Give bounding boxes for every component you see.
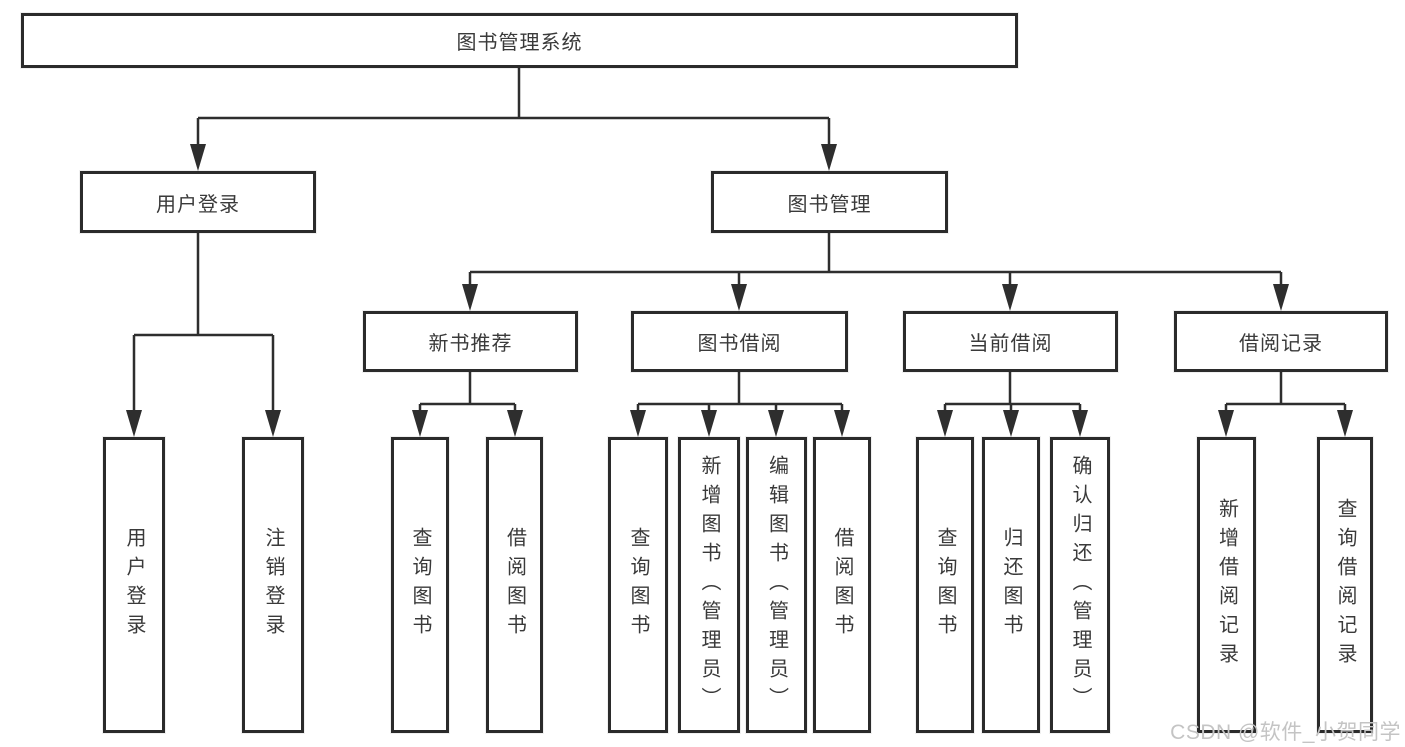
node-leaf-query-borrow-record: 查询借阅记录 [1317,437,1373,733]
node-leaf-edit-books-admin: 编辑图书（管理员） [746,437,807,733]
node-label: 新书推荐 [428,333,513,355]
node-borrowing-records: 借阅记录 [1174,311,1388,372]
node-leaf-user-login: 用户登录 [103,437,165,733]
connector-arrowheads [126,144,1353,437]
node-label: 图书借阅 [697,333,782,355]
node-label: 查询图书 [409,527,431,643]
node-leaf-query-books-recommend: 查询图书 [391,437,449,733]
node-book-borrowing: 图书借阅 [631,311,848,372]
node-leaf-borrow-books: 借阅图书 [813,437,871,733]
node-leaf-logout: 注销登录 [242,437,304,733]
node-leaf-add-books-admin: 新增图书（管理员） [678,437,740,733]
node-label: 查询图书 [627,527,649,643]
node-library-management-system: 图书管理系统 [21,13,1018,68]
node-label: 借阅图书 [831,527,853,643]
node-label: 新增借阅记录 [1215,498,1238,672]
node-leaf-query-books-current: 查询图书 [916,437,974,733]
node-book-management: 图书管理 [711,171,948,233]
node-label: 借阅图书 [503,527,526,643]
node-label: 借阅记录 [1239,333,1323,355]
node-label: 查询图书 [934,527,956,643]
node-label: 新增图书（管理员） [698,454,720,716]
node-leaf-borrow-books-recommend: 借阅图书 [486,437,543,733]
node-leaf-query-books-borrowing: 查询图书 [608,437,668,733]
node-leaf-confirm-return-admin: 确认归还（管理员） [1050,437,1110,733]
node-label: 用户登录 [123,527,145,643]
node-label: 确认归还（管理员） [1069,454,1091,716]
node-label: 图书管理 [787,193,872,216]
node-label: 图书管理系统 [456,32,583,54]
watermark: CSDN @软件_小贺同学 [1170,721,1401,744]
node-current-borrowing: 当前借阅 [903,311,1118,372]
connector-paths [132,68,1347,412]
node-leaf-add-borrow-record: 新增借阅记录 [1197,437,1256,733]
node-label: 归还图书 [1000,527,1022,643]
node-label: 当前借阅 [968,333,1053,355]
node-label: 编辑图书（管理员） [765,454,788,716]
node-leaf-return-books: 归还图书 [982,437,1040,733]
node-label: 注销登录 [262,527,284,643]
node-label: 用户登录 [156,193,240,216]
node-label: 查询借阅记录 [1334,498,1356,672]
node-new-book-recommendation: 新书推荐 [363,311,578,372]
node-user-login: 用户登录 [80,171,316,233]
